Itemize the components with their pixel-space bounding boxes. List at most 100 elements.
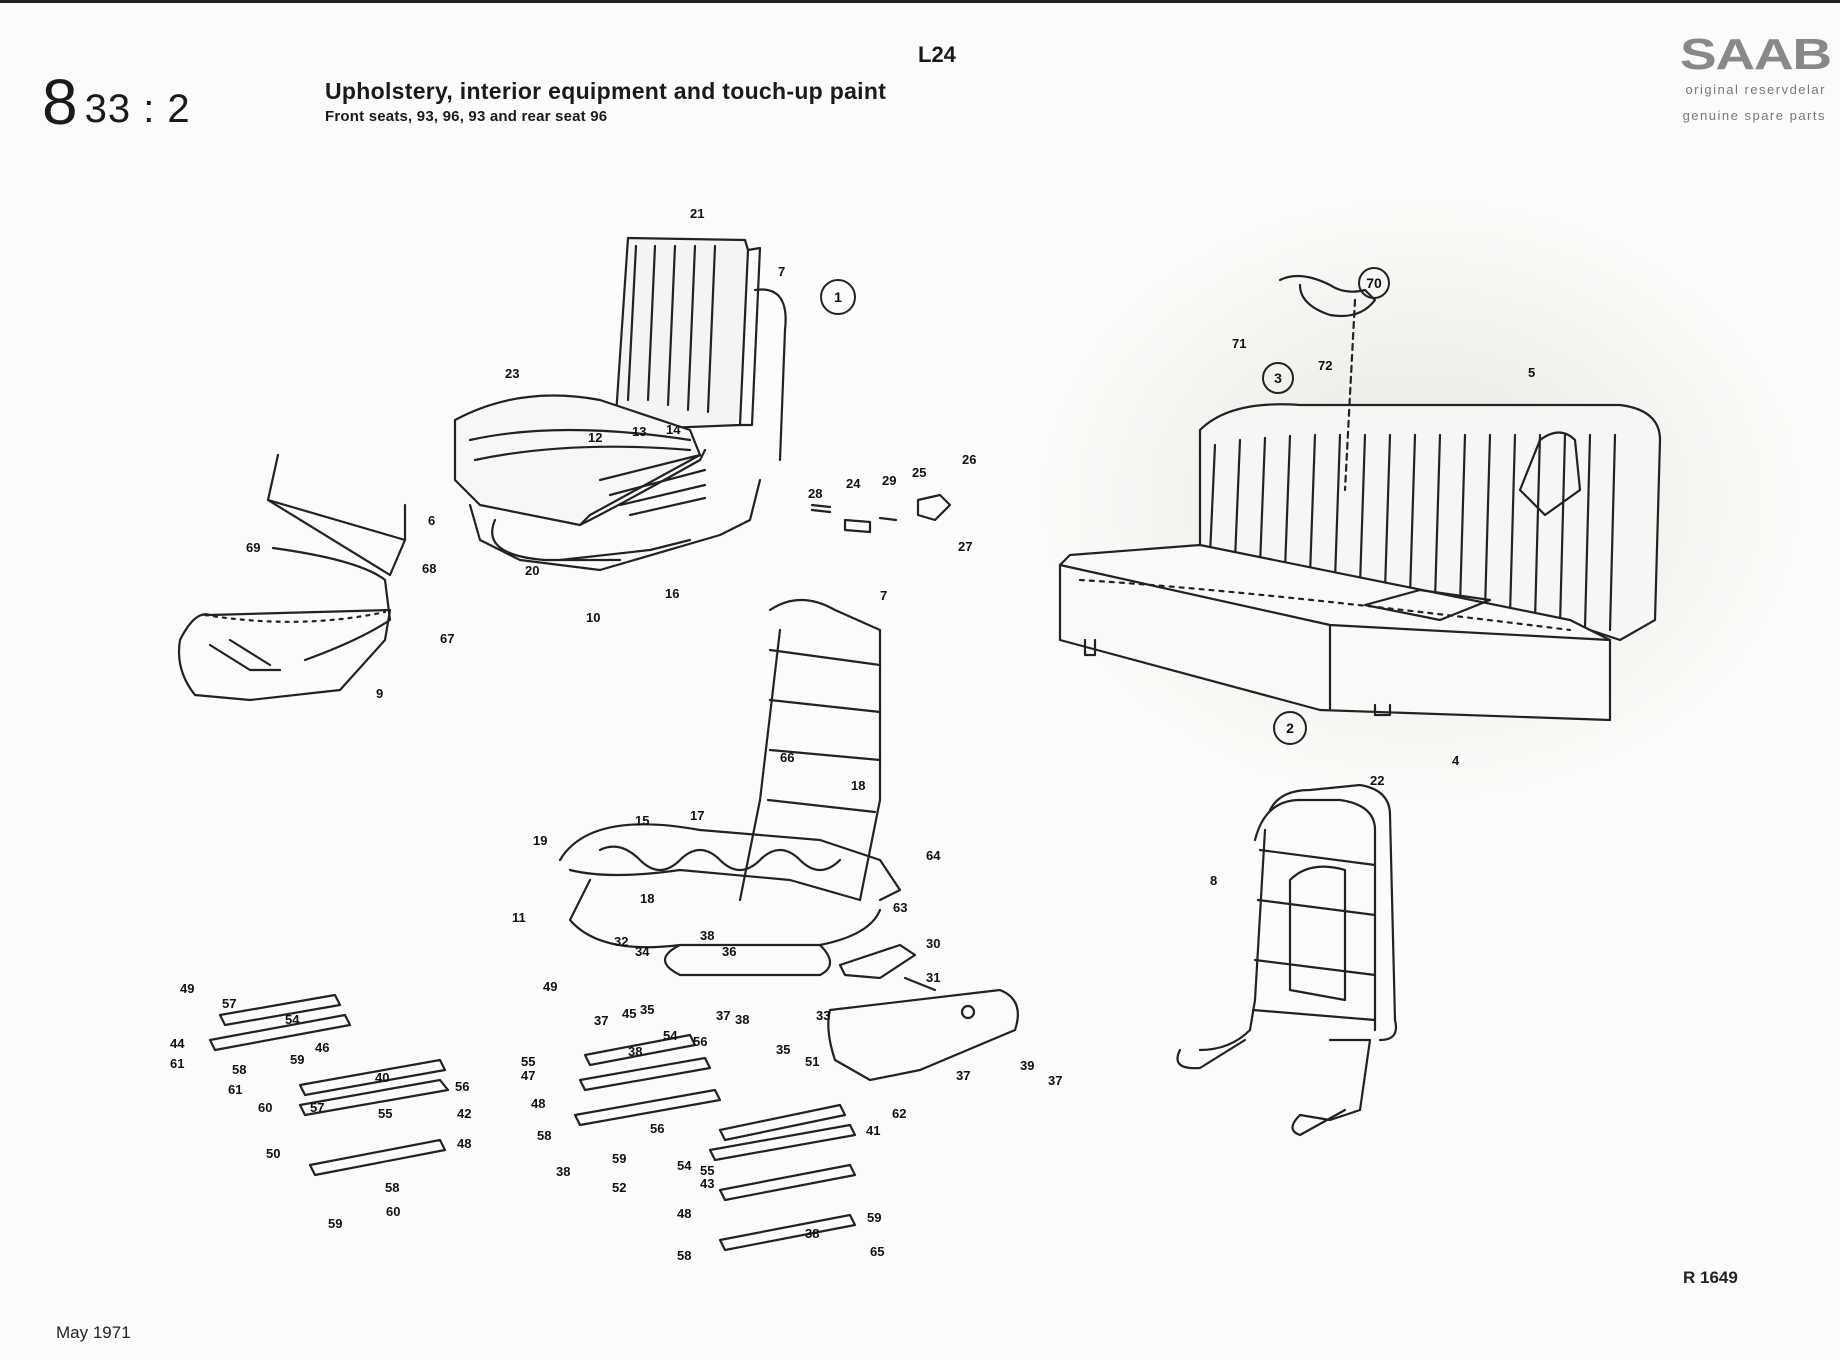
part-label: 68 (422, 561, 436, 576)
part-label: 55 (378, 1106, 392, 1121)
part-label: 48 (677, 1206, 691, 1221)
part-label: 49 (543, 979, 557, 994)
part-label: 20 (525, 563, 539, 578)
part-label: 18 (851, 778, 865, 793)
part-label: 47 (521, 1068, 535, 1083)
part-label: 25 (912, 465, 926, 480)
brand-tagline-1: original reservdelar (1685, 82, 1826, 97)
callout-2: 2 (1273, 711, 1307, 745)
callout-3: 3 (1262, 362, 1294, 394)
part-label: 38 (700, 928, 714, 943)
drawing-reference: R 1649 (1683, 1268, 1738, 1287)
part-label: 40 (375, 1070, 389, 1085)
part-label: 34 (635, 944, 650, 959)
part-label: 61 (170, 1056, 184, 1071)
part-label: 59 (328, 1216, 342, 1231)
part-label: 7 (880, 588, 887, 603)
saab-logo: SAAB (1680, 30, 1832, 79)
part-label: 52 (612, 1180, 626, 1195)
part-label: 37 (1048, 1073, 1062, 1088)
part-label: 5 (1528, 365, 1535, 380)
part-label: 7 (778, 264, 785, 279)
part-label: 56 (455, 1079, 469, 1094)
part-label: 27 (958, 539, 972, 554)
part-label: 23 (505, 366, 519, 381)
part-label: 48 (531, 1096, 545, 1111)
part-label: 38 (735, 1012, 749, 1027)
part-label: 58 (677, 1248, 691, 1263)
rear-seatback-frame (1176, 783, 1398, 1137)
part-label: 10 (586, 610, 600, 625)
part-label: 59 (612, 1151, 626, 1166)
part-label: 37 (956, 1068, 970, 1083)
svg-text:70: 70 (1366, 275, 1382, 291)
part-label: 12 (588, 430, 602, 445)
callout-70: 70 (1358, 267, 1390, 299)
part-label: 30 (926, 936, 940, 951)
part-label: 62 (892, 1106, 906, 1121)
part-label: 71 (1232, 336, 1246, 351)
seat-rails-centre (573, 1033, 857, 1252)
page-subtitle: Front seats, 93, 96, 93 and rear seat 96 (325, 108, 608, 125)
part-label: 63 (893, 900, 907, 915)
part-label: 72 (1318, 358, 1332, 373)
issue-date: May 1971 (56, 1323, 131, 1342)
part-label: 9 (376, 686, 383, 701)
part-label: 38 (556, 1164, 570, 1179)
part-label: 54 (285, 1012, 300, 1027)
svg-text:1: 1 (834, 289, 842, 305)
part-label: 45 (622, 1006, 636, 1021)
part-label: 61 (228, 1082, 242, 1097)
part-label: 50 (266, 1146, 280, 1161)
svg-text:3: 3 (1274, 370, 1282, 386)
part-label: 19 (533, 833, 547, 848)
top-rule (0, 0, 1840, 3)
side-cover (827, 988, 1019, 1082)
part-label: 18 (640, 891, 654, 906)
part-label: 60 (258, 1100, 272, 1115)
brand-tagline-2: genuine spare parts (1682, 108, 1826, 123)
part-label: 28 (808, 486, 822, 501)
part-label: 59 (290, 1052, 304, 1067)
part-label: 17 (690, 808, 704, 823)
part-label: 6 (428, 513, 435, 528)
callout-1: 1 (820, 279, 856, 315)
part-label: 21 (690, 206, 704, 221)
part-label: 36 (722, 944, 736, 959)
section-main: 8 (42, 66, 79, 138)
part-label: 35 (776, 1042, 790, 1057)
part-label: 56 (693, 1034, 707, 1049)
model-code: L24 (918, 42, 956, 67)
part-label: 64 (926, 848, 941, 863)
part-label: 55 (521, 1054, 535, 1069)
part-label: 65 (870, 1244, 884, 1259)
part-label: 15 (635, 813, 649, 828)
part-label: 29 (882, 473, 896, 488)
part-label: 41 (866, 1123, 880, 1138)
seat-rails-left (208, 993, 450, 1177)
part-label: 22 (1370, 773, 1384, 788)
part-label: 38 (628, 1044, 642, 1059)
bare-seat-frame (558, 599, 902, 977)
leader-line (1343, 298, 1357, 492)
bracket (838, 943, 917, 980)
callout-circles: 1 2 3 70 (820, 267, 1390, 745)
front-seat-assembled (453, 236, 787, 572)
hinge-parts (810, 493, 952, 534)
svg-text:2: 2 (1286, 720, 1294, 736)
part-label: 54 (663, 1028, 678, 1043)
part-label: 67 (440, 631, 454, 646)
part-label: 48 (457, 1136, 471, 1151)
part-label: 51 (805, 1054, 819, 1069)
part-label: 14 (666, 422, 681, 437)
part-label: 57 (310, 1100, 324, 1115)
page-title: Upholstery, interior equipment and touch… (325, 78, 887, 104)
rear-seat-assembled (1058, 403, 1662, 722)
part-label: 57 (222, 996, 236, 1011)
part-label: 54 (677, 1158, 692, 1173)
part-label: 49 (180, 981, 194, 996)
part-label: 58 (537, 1128, 551, 1143)
part-label: 39 (1020, 1058, 1034, 1073)
part-label: 46 (315, 1040, 329, 1055)
